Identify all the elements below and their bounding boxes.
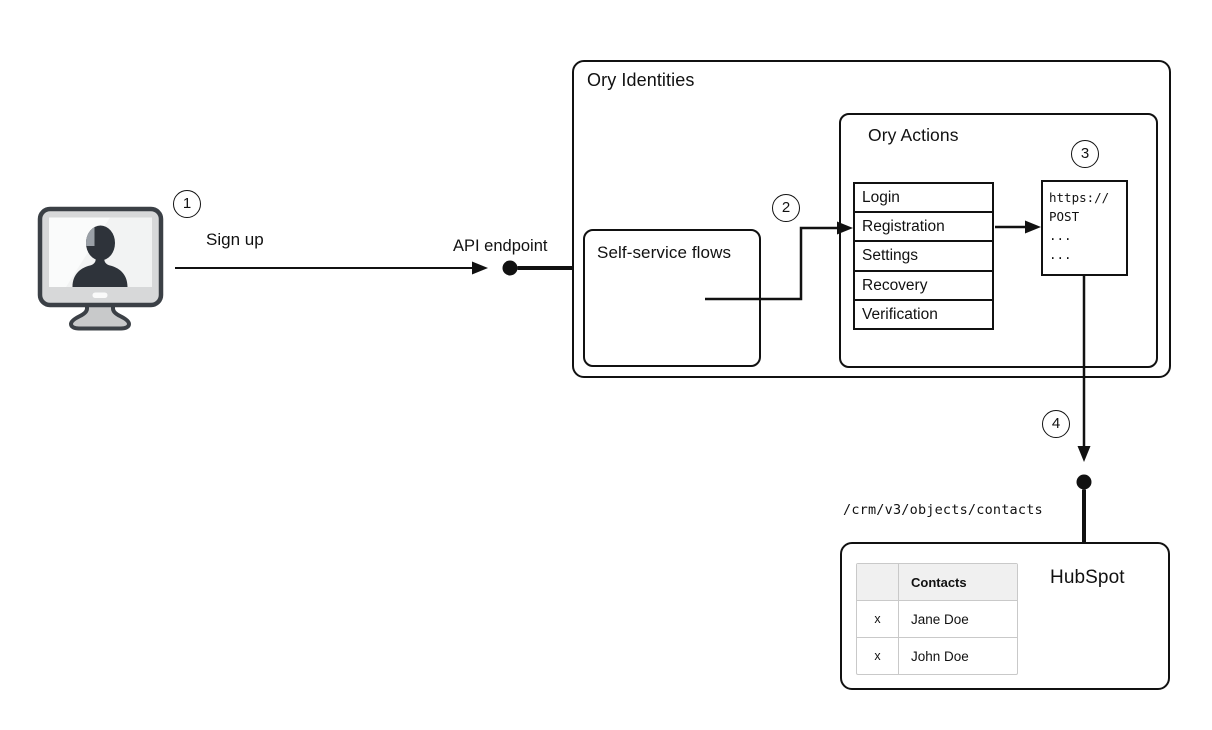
step-1-badge: 1	[173, 190, 201, 218]
flow-row-settings: Settings	[855, 242, 992, 272]
monitor-user-icon	[37, 206, 164, 331]
ory-identities-title: Ory Identities	[587, 70, 695, 90]
contacts-row-2-name: John Doe	[911, 648, 969, 664]
ory-identities-box: Ory Identities	[572, 60, 1171, 378]
contacts-row-1: x Jane Doe	[857, 600, 1017, 637]
step-3-badge: 3	[1071, 140, 1099, 168]
signup-label: Sign up	[206, 230, 264, 249]
contacts-header-cell: Contacts	[911, 574, 967, 590]
contacts-row-2-key: x	[857, 638, 899, 674]
monitor-stand	[69, 303, 131, 331]
head-highlight	[86, 225, 95, 246]
contacts-table: Contacts x Jane Doe x John Doe	[856, 563, 1018, 675]
user-silhouette-shoulders	[72, 259, 128, 287]
api-endpoint-label: API endpoint	[453, 237, 548, 255]
contacts-row-1-key: x	[857, 601, 899, 637]
contacts-header-empty-cell	[857, 564, 899, 600]
webhook-line-method: POST	[1049, 209, 1080, 224]
api-endpoint-dot	[502, 260, 518, 276]
flows-table: Login Registration Settings Recovery Ver…	[853, 182, 994, 330]
step-4-badge: 4	[1042, 410, 1070, 438]
step-2-badge: 2	[772, 194, 800, 222]
contacts-row-1-name: Jane Doe	[911, 611, 969, 627]
self-service-flows-label: Self-service flows	[597, 243, 732, 262]
flow-row-verification: Verification	[862, 305, 938, 323]
webhook-down-arrowhead	[1077, 446, 1091, 462]
monitor-button	[92, 292, 108, 298]
webhook-line-ellipsis-1: ...	[1049, 228, 1072, 243]
webhook-request-box: https:// POST ... ...	[1041, 180, 1128, 276]
self-service-flows-box: Self-service flows	[583, 229, 761, 367]
webhook-line-url: https://	[1049, 190, 1110, 205]
hubspot-title: HubSpot	[1050, 567, 1125, 588]
crm-path-label: /crm/v3/objects/contacts	[843, 502, 1043, 518]
signup-arrowhead	[472, 261, 488, 275]
ory-actions-title: Ory Actions	[868, 125, 959, 145]
flow-row-registration: Registration	[855, 213, 992, 243]
ory-actions-box: Ory Actions	[839, 113, 1158, 368]
flow-row-login: Login	[855, 184, 992, 214]
contacts-table-header-row: Contacts	[857, 564, 1017, 600]
hubspot-box: HubSpot Contacts x Jane Doe x John Doe	[840, 542, 1170, 690]
contacts-row-2: x John Doe	[857, 637, 1017, 674]
flow-row-recovery: Recovery	[855, 272, 992, 301]
hubspot-endpoint-dot	[1076, 474, 1092, 490]
webhook-line-ellipsis-2: ...	[1049, 247, 1072, 262]
